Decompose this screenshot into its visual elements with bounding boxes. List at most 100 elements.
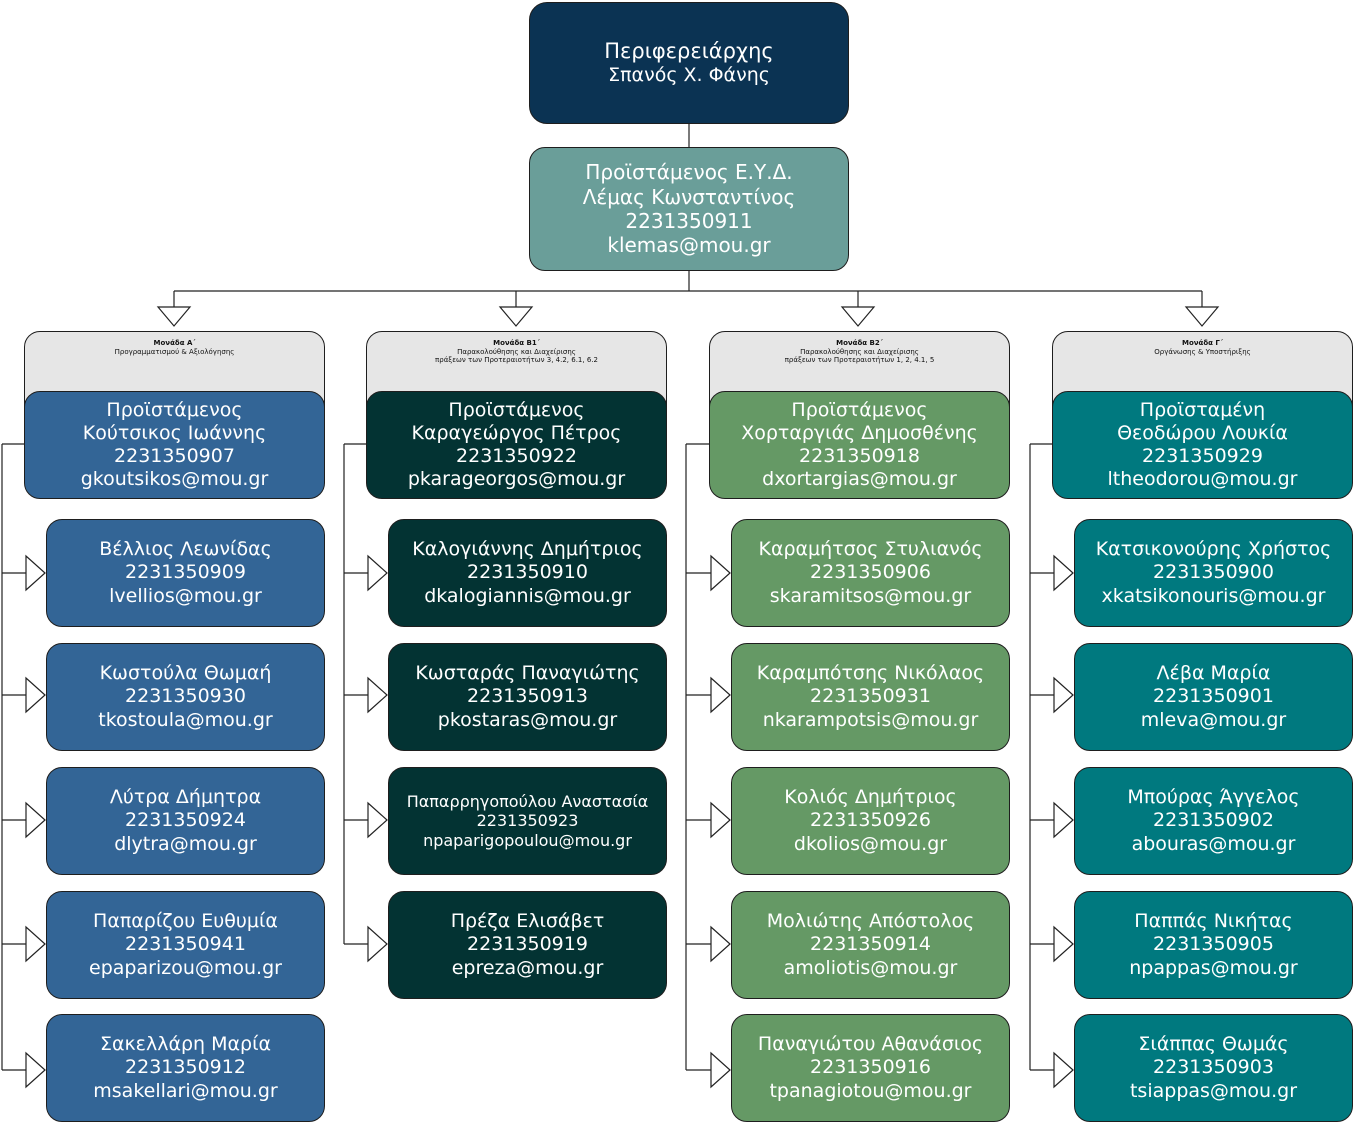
member-email: xkatsikonouris@mou.gr xyxy=(1101,584,1326,607)
unit-b1-head-box: Προϊστάμενος Καραγεώργος Πέτρος 22313509… xyxy=(366,391,667,499)
unit-g-head-email: ltheodorou@mou.gr xyxy=(1107,468,1298,491)
member-card: Σακελλάρη Μαρία 2231350912 msakellari@mo… xyxy=(46,1014,325,1122)
right-arrow-icon xyxy=(367,801,388,839)
member-phone: 2231350930 xyxy=(125,685,246,708)
director-title: Περιφερειάρχης xyxy=(604,38,774,63)
member-phone: 2231350913 xyxy=(467,685,588,708)
unit-b1-title: Μονάδα Β1΄ xyxy=(493,339,540,347)
member-email: msakellari@mou.gr xyxy=(93,1079,278,1102)
member-card: Καραμπότσης Νικόλαος 2231350931 nkarampo… xyxy=(731,643,1010,751)
right-arrow-icon xyxy=(367,925,388,963)
member-name: Καλογιάννης Δημήτριος xyxy=(412,538,643,561)
member-email: tsiappas@mou.gr xyxy=(1129,1079,1298,1102)
member-phone: 2231350926 xyxy=(810,809,931,832)
member-email: dkolios@mou.gr xyxy=(793,832,948,855)
member-name: Παππάς Νικήτας xyxy=(1134,910,1293,933)
member-phone: 2231350941 xyxy=(125,933,246,956)
eyd-head-box: Προϊστάμενος Ε.Υ.Δ. Λέμας Κωνσταντίνος 2… xyxy=(529,147,849,271)
member-email: dlytra@mou.gr xyxy=(114,832,257,855)
right-arrow-icon xyxy=(367,554,388,592)
unit-b2-head-role: Προϊστάμενος xyxy=(791,398,928,421)
down-arrow-icon xyxy=(1184,306,1220,327)
member-email: skaramitsos@mou.gr xyxy=(769,584,972,607)
member-phone: 2231350923 xyxy=(476,811,579,831)
unit-b2-title: Μονάδα Β2΄ xyxy=(836,339,883,347)
right-arrow-icon xyxy=(1053,801,1074,839)
member-email: dkalogiannis@mou.gr xyxy=(424,584,631,607)
member-card: Λέβα Μαρία 2231350901 mleva@mou.gr xyxy=(1074,643,1353,751)
unit-b1-head-role: Προϊστάμενος xyxy=(448,398,585,421)
member-email: pkostaras@mou.gr xyxy=(437,708,618,731)
right-arrow-icon xyxy=(25,1051,46,1089)
member-name: Καραμήτσος Στυλιανός xyxy=(758,538,983,561)
right-arrow-icon xyxy=(25,676,46,714)
member-email: lvellios@mou.gr xyxy=(109,584,262,607)
member-card: Κωστούλα Θωμαή 2231350930 tkostoula@mou.… xyxy=(46,643,325,751)
member-name: Μολιώτης Απόστολος xyxy=(766,910,975,933)
member-card: Παππάς Νικήτας 2231350905 npappas@mou.gr xyxy=(1074,891,1353,999)
member-phone: 2231350903 xyxy=(1153,1056,1274,1079)
director-name: Σπανός Χ. Φάνης xyxy=(608,64,770,87)
member-card: Καλογιάννης Δημήτριος 2231350910 dkalogi… xyxy=(388,519,667,627)
unit-b2-subtitle-2: πράξεων των Προτεραιοτήτων 1, 2, 4.1, 5 xyxy=(784,356,935,365)
member-phone: 2231350902 xyxy=(1153,809,1274,832)
unit-a-head-box: Προϊστάμενος Κούτσικος Ιωάννης 223135090… xyxy=(24,391,325,499)
unit-b2-head-email: dxortargias@mou.gr xyxy=(762,468,957,491)
unit-a-title: Μονάδα Α΄ xyxy=(153,339,196,347)
right-arrow-icon xyxy=(710,554,731,592)
member-email: epreza@mou.gr xyxy=(451,956,604,979)
unit-g-head-phone: 2231350929 xyxy=(1142,445,1263,467)
member-name: Σιάππας Θωμάς xyxy=(1138,1033,1289,1056)
member-card: Παπαρίζου Ευθυμία 2231350941 epaparizou@… xyxy=(46,891,325,999)
unit-g-head-box: Προϊσταμένη Θεοδώρου Λουκία 2231350929 l… xyxy=(1052,391,1353,499)
member-email: nkarampotsis@mou.gr xyxy=(762,708,979,731)
member-phone: 2231350905 xyxy=(1153,933,1274,956)
unit-a-head-email: gkoutsikos@mou.gr xyxy=(80,468,269,491)
member-card: Πρέζα Ελισάβετ 2231350919 epreza@mou.gr xyxy=(388,891,667,999)
eyd-head-email: klemas@mou.gr xyxy=(607,233,771,258)
member-card: Λύτρα Δήμητρα 2231350924 dlytra@mou.gr xyxy=(46,767,325,875)
unit-b1-head-name: Καραγεώργος Πέτρος xyxy=(411,421,622,444)
unit-b2-subtitle-1: Παρακολούθησης και Διαχείρισης xyxy=(800,347,919,356)
unit-b1-subtitle-1: Παρακολούθησης και Διαχείρισης xyxy=(457,347,576,356)
right-arrow-icon xyxy=(367,676,388,714)
down-arrow-icon xyxy=(840,306,876,327)
unit-a-head-phone: 2231350907 xyxy=(114,445,235,467)
director-box: Περιφερειάρχης Σπανός Χ. Φάνης xyxy=(529,2,849,124)
right-arrow-icon xyxy=(25,554,46,592)
member-card: Μολιώτης Απόστολος 2231350914 amoliotis@… xyxy=(731,891,1010,999)
member-name: Λύτρα Δήμητρα xyxy=(109,786,262,809)
member-email: amoliotis@mou.gr xyxy=(783,956,958,979)
member-name: Παπαρρηγοπούλου Αναστασία xyxy=(406,791,649,811)
unit-g-title: Μονάδα Γ΄ xyxy=(1182,339,1223,347)
member-email: tpanagiotou@mou.gr xyxy=(769,1079,972,1102)
unit-a-subtitle: Προγραμματισμού & Αξιολόγησης xyxy=(114,347,235,356)
member-email: abouras@mou.gr xyxy=(1131,832,1296,855)
member-card: Κωσταράς Παναγιώτης 2231350913 pkostaras… xyxy=(388,643,667,751)
down-arrow-icon xyxy=(498,306,534,327)
down-arrow-icon xyxy=(156,306,192,327)
unit-a-head-name: Κούτσικος Ιωάννης xyxy=(82,421,267,444)
member-email: npaparigopoulou@mou.gr xyxy=(423,830,632,850)
eyd-head-title: Προϊστάμενος Ε.Υ.Δ. xyxy=(585,160,793,185)
member-card: Παπαρρηγοπούλου Αναστασία 2231350923 npa… xyxy=(388,767,667,875)
member-phone: 2231350924 xyxy=(125,809,246,832)
unit-b2-head-box: Προϊστάμενος Χορταργιάς Δημοσθένης 22313… xyxy=(709,391,1010,499)
member-name: Κωσταράς Παναγιώτης xyxy=(415,662,640,685)
member-phone: 2231350914 xyxy=(810,933,931,956)
right-arrow-icon xyxy=(1053,925,1074,963)
member-card: Βέλλιος Λεωνίδας 2231350909 lvellios@mou… xyxy=(46,519,325,627)
member-phone: 2231350906 xyxy=(810,561,931,584)
unit-b1-subtitle-2: πράξεων των Προτεραιοτήτων 3, 4.2, 6.1, … xyxy=(435,356,598,365)
right-arrow-icon xyxy=(1053,554,1074,592)
unit-a-head-role: Προϊστάμενος xyxy=(106,398,243,421)
right-arrow-icon xyxy=(25,801,46,839)
member-phone: 2231350900 xyxy=(1153,561,1274,584)
member-card: Κολιός Δημήτριος 2231350926 dkolios@mou.… xyxy=(731,767,1010,875)
right-arrow-icon xyxy=(710,1051,731,1089)
unit-g-head-role: Προϊσταμένη xyxy=(1139,398,1266,421)
right-arrow-icon xyxy=(1053,676,1074,714)
right-arrow-icon xyxy=(25,925,46,963)
member-name: Κολιός Δημήτριος xyxy=(784,786,957,809)
